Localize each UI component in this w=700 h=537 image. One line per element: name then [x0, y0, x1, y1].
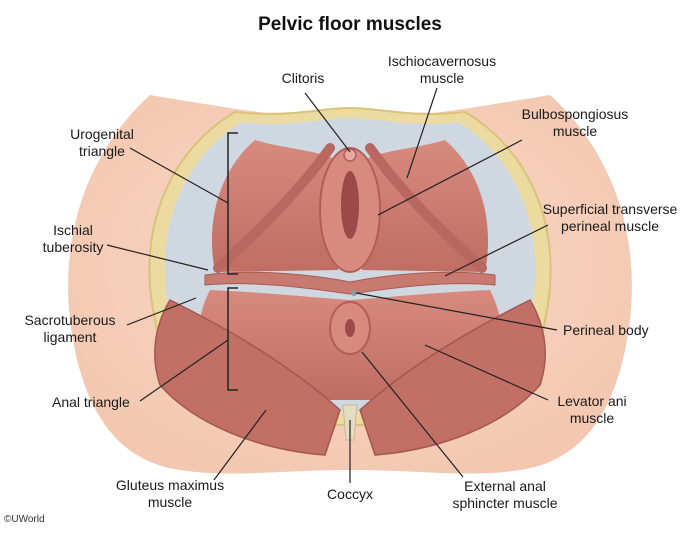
leader-perineal-body: [355, 292, 558, 331]
leader-external-anal-sphincter: [361, 351, 464, 478]
right-ischiocavernosus: [365, 143, 487, 273]
label-superficial-transverse: Superficial transverse perineal muscle: [542, 201, 678, 234]
leader-gluteus-maximus: [213, 409, 267, 481]
label-anal-triangle: Anal triangle: [52, 394, 130, 410]
label-gluteus-maximus: Gluteus maximus muscle: [115, 477, 225, 510]
clitoris-shape: [343, 148, 357, 162]
leader-bulbospongiosus: [377, 139, 523, 216]
leader-sacrotuberous: [126, 297, 197, 326]
urogenital-bracket: [227, 132, 238, 275]
leader-urogenital-triangle: [129, 147, 229, 204]
left-gluteus-maximus: [154, 299, 341, 456]
leader-levator-ani: [424, 344, 549, 401]
leader-lines: [106, 87, 558, 483]
label-urogenital-triangle: Urogenital triangle: [70, 126, 134, 159]
label-coccyx: Coccyx: [327, 486, 373, 502]
copyright-credit: ©UWorld: [4, 514, 45, 525]
label-external-anal-sphincter: External anal sphincter muscle: [452, 478, 558, 511]
page-title: Pelvic floor muscles: [258, 14, 442, 35]
label-clitoris: Clitoris: [281, 70, 325, 86]
label-perineal-body: Perineal body: [563, 322, 649, 338]
leader-ischial-tuberosity: [106, 244, 209, 271]
right-gluteus-maximus: [359, 299, 546, 456]
anal-opening: [345, 319, 355, 337]
left-ischiocavernosus: [213, 143, 335, 273]
anal-bracket: [227, 287, 238, 391]
leader-clitoris: [304, 92, 351, 153]
label-ischial-tuberosity: Ischial tuberosity: [42, 222, 104, 255]
perineal-body-point: [351, 290, 357, 296]
leader-superficial-transverse: [444, 224, 549, 277]
label-ischiocavernosus: Ischiocavernosus muscle: [387, 53, 497, 86]
leader-anal-triangle: [139, 339, 229, 402]
leader-ischiocavernosus: [406, 87, 438, 179]
vaginal-opening: [341, 171, 359, 239]
label-bulbospongiosus: Bulbospongiosus muscle: [521, 106, 629, 139]
label-sacrotuberous: Sacrotuberous ligament: [24, 312, 116, 345]
superficial-transverse-band: [204, 271, 496, 295]
label-levator-ani: Levator ani muscle: [557, 393, 627, 426]
